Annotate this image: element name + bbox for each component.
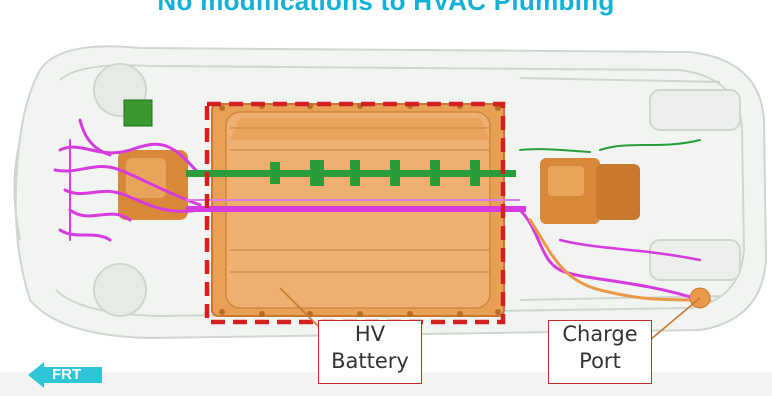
front-direction-arrow-icon (28, 362, 102, 388)
charge-port-callout: Charge Port (548, 320, 652, 384)
hv-battery-callout: HV Battery (318, 320, 422, 384)
page-title: No modifications to HVAC Plumbing (157, 0, 615, 16)
charge-port-callout-line1: Charge (562, 322, 638, 346)
hv-battery-callout-line1: HV (354, 322, 386, 346)
charge-port-leader-line (649, 297, 701, 341)
rear-drive-unit (540, 158, 640, 224)
charge-port-callout-line2: Port (579, 349, 621, 373)
battery-leader-line (279, 287, 323, 331)
front-direction-label: FRT (52, 366, 82, 383)
front-harness (53, 118, 202, 242)
hv-battery-callout-line2: Battery (331, 349, 409, 373)
center-hv-harness (186, 199, 526, 212)
center-lv-harness (186, 160, 516, 186)
